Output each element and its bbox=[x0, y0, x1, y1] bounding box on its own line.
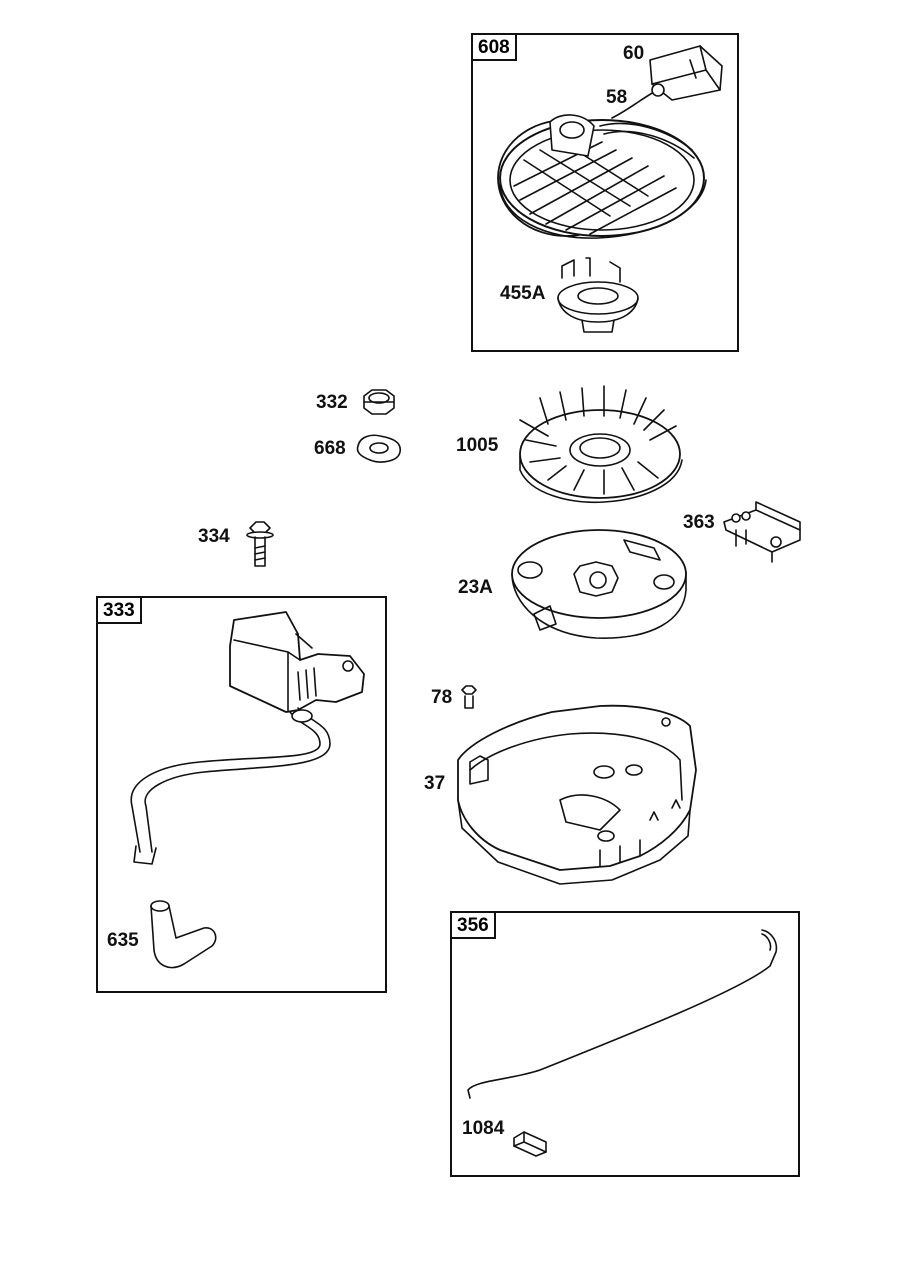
kit-608-box: 608 bbox=[471, 33, 739, 352]
callout-1084: 1084 bbox=[462, 1118, 505, 1139]
callout-58: 58 bbox=[606, 87, 628, 108]
kit-333-tag: 333 bbox=[96, 596, 142, 624]
flywheel-drawing bbox=[511, 529, 687, 639]
blower-housing-drawing bbox=[457, 704, 697, 885]
screw-drawing bbox=[461, 685, 477, 709]
nut-drawing bbox=[363, 389, 395, 415]
kit-333-box: 333 bbox=[96, 596, 387, 993]
flywheel-fan-drawing bbox=[519, 385, 683, 504]
spark-plug-boot-drawing bbox=[150, 900, 217, 969]
callout-635: 635 bbox=[107, 930, 139, 951]
starter-housing-drawing bbox=[497, 114, 707, 239]
callout-1005: 1005 bbox=[456, 435, 499, 456]
callout-37: 37 bbox=[424, 773, 446, 794]
callout-334: 334 bbox=[198, 526, 230, 547]
kit-356-tag: 356 bbox=[450, 911, 496, 939]
starter-rope-drawing bbox=[611, 83, 665, 119]
washer-drawing bbox=[356, 434, 402, 463]
callout-668: 668 bbox=[314, 438, 346, 459]
callout-60: 60 bbox=[623, 43, 645, 64]
bracket-drawing bbox=[723, 501, 801, 563]
terminal-drawing bbox=[513, 1131, 547, 1157]
kit-608-tag: 608 bbox=[471, 33, 517, 61]
starter-handle-drawing bbox=[649, 45, 723, 101]
kit-356-box: 356 bbox=[450, 911, 800, 1177]
callout-78: 78 bbox=[431, 687, 453, 708]
callout-332: 332 bbox=[316, 392, 348, 413]
callout-455a: 455A bbox=[500, 283, 546, 304]
callout-363: 363 bbox=[683, 512, 715, 533]
bolt-drawing bbox=[246, 521, 274, 567]
ignition-lead-drawing bbox=[130, 707, 331, 865]
starter-cup-drawing bbox=[557, 257, 639, 333]
callout-23a: 23A bbox=[458, 577, 493, 598]
ground-wire-drawing bbox=[467, 929, 778, 1099]
